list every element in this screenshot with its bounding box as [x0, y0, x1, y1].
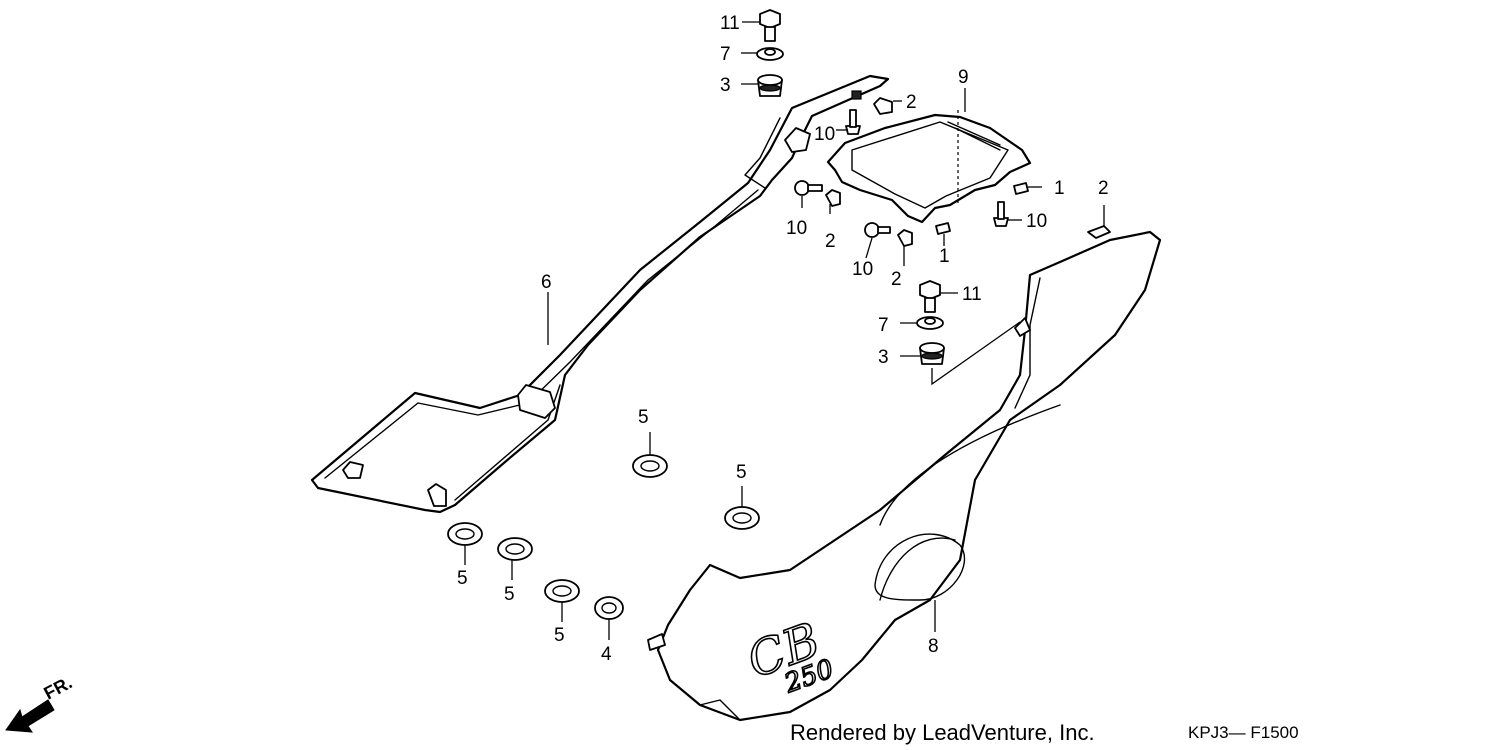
callout-10: 10 — [786, 218, 807, 239]
callout-10: 10 — [814, 124, 835, 145]
callout-5: 5 — [504, 584, 515, 605]
callout-10: 10 — [852, 259, 873, 280]
callout-3: 3 — [878, 347, 889, 368]
rubber-damper-icon — [544, 579, 580, 622]
nut-icon — [935, 222, 951, 235]
callout-3: 3 — [720, 75, 731, 96]
washer-icon — [900, 316, 944, 330]
callout-9: 9 — [958, 67, 969, 88]
washer-icon — [741, 47, 784, 61]
side-cover-panel-part: CB 250 — [647, 230, 1162, 722]
callout-4: 4 — [601, 644, 612, 665]
grommet-icon — [900, 321, 1021, 386]
callout-5: 5 — [457, 568, 468, 589]
rubber-damper-icon — [632, 432, 668, 478]
diagram-code: KPJ3— F1500 — [1188, 723, 1299, 742]
callout-5: 5 — [554, 625, 565, 646]
callout-6: 6 — [541, 272, 552, 293]
callout-5: 5 — [736, 462, 747, 483]
render-credit: Rendered by LeadVenture, Inc. — [790, 720, 1095, 745]
callout-7: 7 — [878, 315, 889, 336]
rubber-damper-icon — [724, 486, 760, 530]
clip-icon — [1087, 205, 1111, 239]
screw-icon — [794, 180, 823, 208]
inner-side-cover-part — [310, 74, 890, 514]
callout-8: 8 — [928, 636, 939, 657]
callout-10: 10 — [1026, 211, 1047, 232]
callout-11: 11 — [962, 284, 982, 305]
rubber-damper-icon — [497, 537, 533, 580]
bolt-icon — [742, 9, 781, 42]
screw-icon — [864, 222, 891, 238]
callout-7: 7 — [720, 44, 731, 65]
callout-2: 2 — [825, 231, 836, 252]
front-direction-label: FR. — [40, 672, 75, 703]
rubber-damper-icon — [594, 596, 624, 640]
screw-icon — [845, 109, 861, 135]
callout-2: 2 — [891, 269, 902, 290]
callout-2: 2 — [906, 92, 917, 113]
clip-icon — [897, 229, 913, 247]
callout-11: 11 — [720, 13, 740, 34]
callout-1: 1 — [1054, 178, 1065, 199]
bolt-icon — [919, 280, 958, 313]
callout-2: 2 — [1098, 178, 1109, 199]
front-arrow-icon — [5, 699, 55, 733]
rear-center-tray-part — [826, 110, 1032, 224]
grommet-icon — [741, 74, 783, 97]
clip-icon — [851, 90, 902, 115]
nut-icon — [1013, 182, 1042, 195]
rubber-damper-icon — [447, 522, 483, 565]
callout-1: 1 — [939, 246, 950, 267]
clip-icon — [825, 189, 841, 207]
callout-5: 5 — [638, 407, 649, 428]
screw-icon — [993, 201, 1022, 227]
